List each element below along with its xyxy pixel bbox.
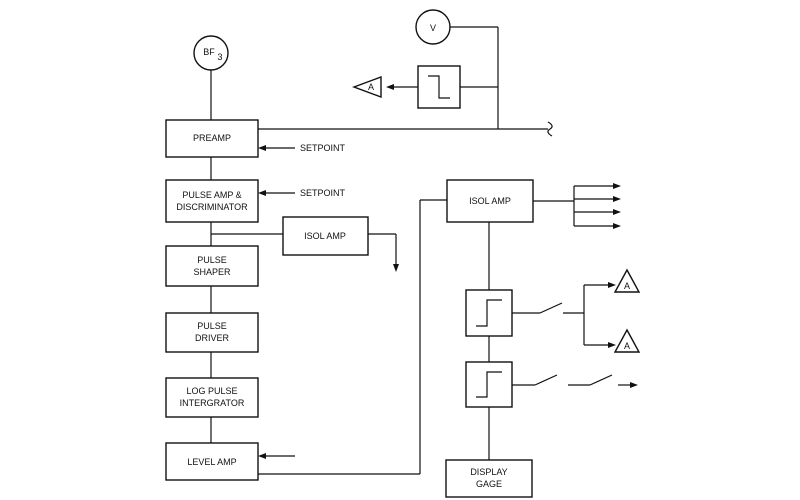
log-pulse-label-line2: INTERGRATOR — [180, 398, 245, 408]
arrow-alarm-1 — [608, 282, 616, 288]
isol-amp-small-label: ISOL AMP — [304, 231, 346, 241]
pulse-driver-block: PULSE DRIVER — [165, 312, 259, 353]
arrow-to-alarm-top — [386, 84, 394, 90]
pulse-driver-label-line2: DRIVER — [195, 333, 230, 343]
step-trip-icon — [465, 289, 513, 337]
arrowheads — [258, 84, 638, 459]
level-amp-label: LEVEL AMP — [187, 457, 236, 467]
alarm-top-label: A — [368, 82, 374, 92]
setpoint-label-1: SETPOINT — [300, 143, 346, 153]
arrow-output-1 — [613, 183, 621, 189]
contact-switch-icon — [539, 302, 563, 314]
alarm-right-1-label: A — [624, 281, 630, 291]
alarm-triangle-icon: A — [613, 328, 641, 353]
arrow-alarm-2 — [608, 342, 616, 348]
pulse-shaper-label-line1: PULSE — [197, 255, 227, 265]
bf3-detector-icon: BF 3 — [193, 35, 229, 71]
isol-amp-small-block: ISOL AMP — [282, 216, 369, 256]
contact-switch-icon — [589, 374, 613, 386]
arrow-into-levelamp — [258, 453, 266, 459]
pulse-amp-label-line2: DISCRIMINATOR — [176, 202, 248, 212]
arrow-output-3 — [613, 209, 621, 215]
arrow-setpoint-1 — [258, 145, 266, 151]
alarm-triangle-icon: A — [613, 268, 641, 293]
isol-amp-main-label: ISOL AMP — [469, 196, 511, 206]
arrow-trip2-output — [630, 382, 638, 388]
pulse-amp-label-line1: PULSE AMP & — [182, 190, 241, 200]
step-trip-icon — [465, 361, 513, 408]
arrow-setpoint-2 — [258, 190, 266, 196]
arrow-isol-small-down — [393, 264, 399, 272]
preamp-block: PREAMP — [165, 119, 259, 158]
log-pulse-integrator-block: LOG PULSE INTERGRATOR — [165, 377, 259, 418]
pulse-amp-discriminator-block: PULSE AMP & DISCRIMINATOR — [165, 179, 259, 223]
display-gage-label-line2: GAGE — [476, 479, 502, 489]
setpoint-label-2: SETPOINT — [300, 188, 346, 198]
alarm-triangle-icon: A — [351, 75, 382, 99]
arrow-output-4 — [613, 223, 621, 229]
cable-break-icon — [547, 121, 553, 137]
arrow-output-2 — [613, 196, 621, 202]
display-gage-block: DISPLAY GAGE — [445, 459, 533, 498]
pulse-shaper-block: PULSE SHAPER — [165, 245, 259, 287]
detector-subscript: 3 — [217, 52, 222, 62]
step-trip-icon — [417, 65, 461, 109]
pulse-shaper-label-line2: SHAPER — [193, 267, 231, 277]
alarm-right-2-label: A — [624, 341, 630, 351]
voltmeter-icon: V — [415, 9, 451, 45]
preamp-label: PREAMP — [193, 133, 231, 143]
pulse-driver-label-line1: PULSE — [197, 321, 227, 331]
level-amp-block: LEVEL AMP — [165, 442, 259, 481]
display-gage-label-line1: DISPLAY — [470, 467, 507, 477]
voltmeter-label: V — [430, 23, 436, 33]
contact-switch-icon — [534, 374, 558, 386]
isol-amp-main-block: ISOL AMP — [446, 179, 534, 223]
log-pulse-label-line1: LOG PULSE — [186, 386, 237, 396]
detector-label: BF — [203, 47, 215, 57]
